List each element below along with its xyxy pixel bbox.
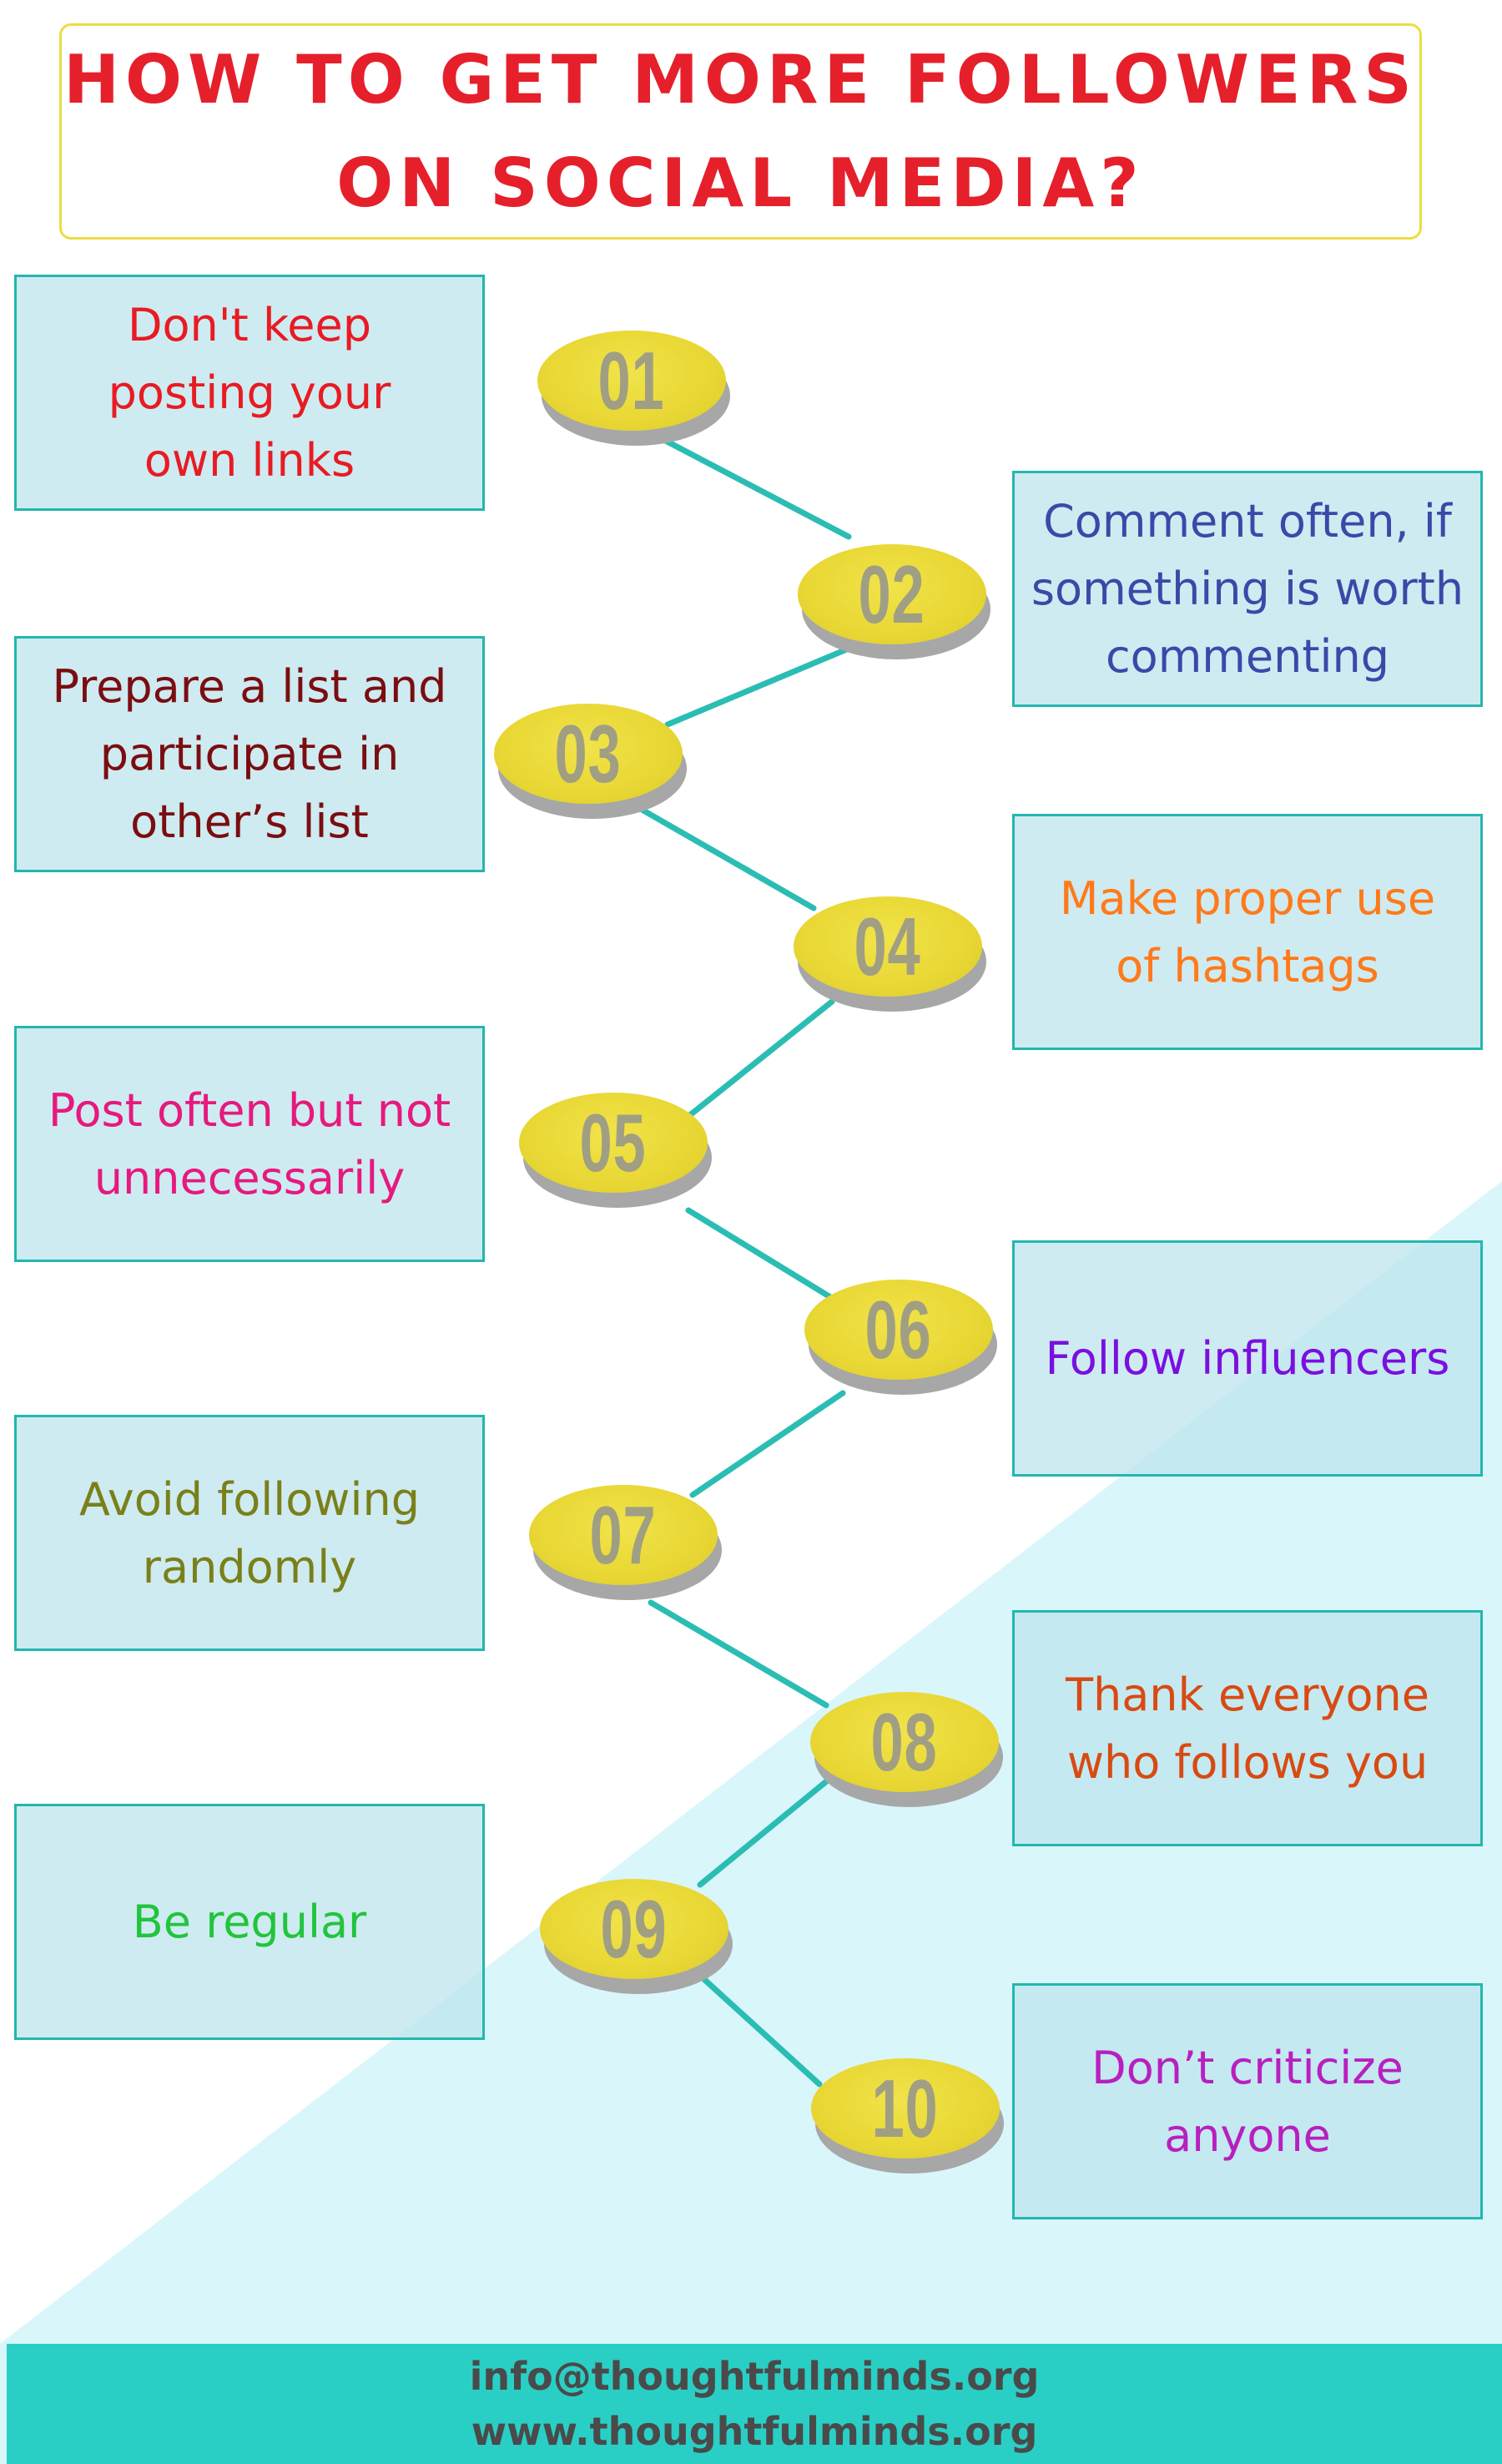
tip-text: Don't keep posting your own links	[108, 299, 391, 487]
tip-box-06: Follow influencers	[1012, 1240, 1483, 1477]
tip-text: Prepare a list and participate in other’…	[52, 660, 447, 848]
tip-text: Avoid following randomly	[79, 1472, 420, 1593]
tip-box-05: Post often but not unnecessarily	[14, 1026, 485, 1262]
tip-box-10: Don’t criticize anyone	[1012, 1983, 1483, 2219]
step-number: 08	[871, 1696, 938, 1788]
footer-email: info@thoughtfulminds.org	[469, 2354, 1040, 2399]
step-number: 04	[854, 901, 921, 992]
step-number: 02	[859, 548, 925, 640]
tip-text: Don’t criticize anyone	[1091, 2041, 1404, 2162]
step-number: 06	[865, 1284, 932, 1376]
footer-band: info@thoughtfulminds.org www.thoughtfulm…	[7, 2344, 1502, 2464]
tip-text: Comment often, if something is worth com…	[1031, 495, 1464, 683]
step-number: 10	[872, 2063, 939, 2154]
title-line-1: HOW TO GET MORE FOLLOWERS	[63, 40, 1418, 119]
tip-box-08: Thank everyone who follows you	[1012, 1610, 1483, 1846]
step-05-badge: 05	[519, 1093, 712, 1208]
tip-text: Post often but not unnecessarily	[48, 1083, 451, 1204]
step-number: 09	[601, 1883, 668, 1975]
step-07-badge: 07	[529, 1485, 722, 1600]
title-box: HOW TO GET MORE FOLLOWERS ON SOCIAL MEDI…	[59, 23, 1422, 240]
footer-website: www.thoughtfulminds.org	[471, 2409, 1038, 2454]
tip-box-04: Make proper use of hashtags	[1012, 814, 1483, 1050]
tip-box-07: Avoid following randomly	[14, 1415, 485, 1651]
step-01-badge: 01	[537, 331, 730, 446]
tip-text: Follow influencers	[1045, 1332, 1450, 1385]
step-number: 07	[590, 1489, 657, 1581]
step-03-badge: 03	[494, 704, 687, 819]
tip-box-09: Be regular	[14, 1804, 485, 2040]
title-line-2: ON SOCIAL MEDIA?	[336, 144, 1145, 222]
step-06-badge: 06	[804, 1280, 997, 1395]
tip-text: Make proper use of hashtags	[1059, 871, 1436, 992]
tip-text: Thank everyone who follows you	[1065, 1668, 1429, 1789]
step-number: 05	[580, 1097, 647, 1189]
tip-box-02: Comment often, if something is worth com…	[1012, 471, 1483, 707]
tip-text: Be regular	[132, 1896, 367, 1948]
step-number: 01	[598, 335, 665, 427]
tip-box-01: Don't keep posting your own links	[14, 275, 485, 511]
step-04-badge: 04	[794, 896, 986, 1012]
step-10-badge: 10	[811, 2058, 1004, 2174]
step-09-badge: 09	[540, 1879, 733, 1994]
step-02-badge: 02	[798, 544, 990, 659]
tip-box-03: Prepare a list and participate in other’…	[14, 636, 485, 872]
step-08-badge: 08	[810, 1692, 1003, 1807]
step-number: 03	[555, 708, 622, 800]
